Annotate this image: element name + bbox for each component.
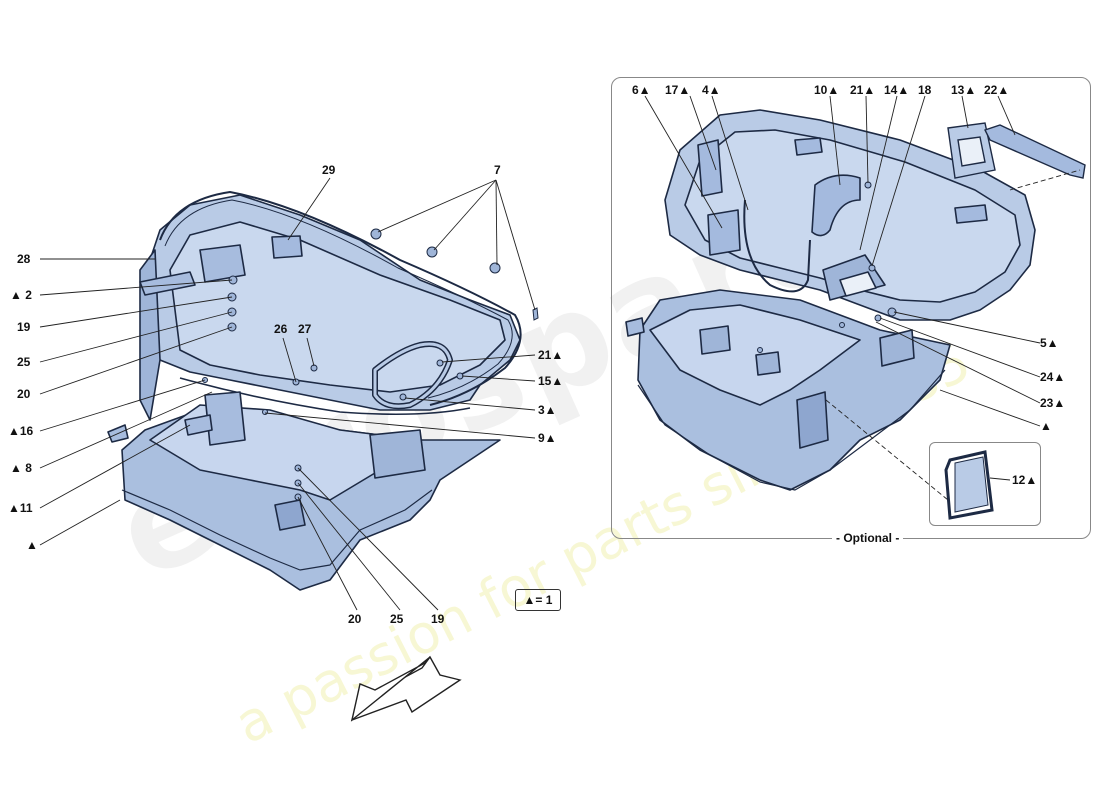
label-11: ▲11 — [8, 501, 33, 515]
label-tub-left: ▲ — [26, 538, 38, 552]
label-14: 14▲ — [884, 83, 910, 97]
leader-lines — [39, 95, 1081, 611]
label-28: 28 — [17, 252, 31, 266]
label-17: 17▲ — [665, 83, 691, 97]
clip-parts-7 — [370, 228, 539, 321]
label-29: 29 — [322, 163, 336, 177]
label-20-bottom: 20 — [348, 612, 362, 626]
label-23: 23▲ — [1040, 396, 1066, 410]
right-trunk-tub — [625, 109, 1036, 491]
label-16: ▲16 — [8, 424, 34, 438]
label-21-right: 21▲ — [850, 83, 876, 97]
optional-part-12-frame — [929, 442, 1041, 526]
label-20-left: 20 — [17, 387, 31, 401]
label-6: 6▲ — [632, 83, 651, 97]
left-trunk-tub — [107, 191, 522, 591]
direction-arrow — [350, 655, 462, 722]
label-22: 22▲ — [984, 83, 1010, 97]
label-21-left: 21▲ — [538, 348, 564, 362]
label-8: ▲ 8 — [10, 461, 32, 475]
legend-quantity: ▲= 1 — [515, 589, 561, 611]
label-25-left: 25 — [17, 355, 31, 369]
label-25-bottom: 25 — [390, 612, 404, 626]
label-15: 15▲ — [538, 374, 564, 388]
label-12: 12▲ — [1012, 473, 1038, 487]
label-24: 24▲ — [1040, 370, 1066, 384]
label-4: 4▲ — [702, 83, 721, 97]
right-separate-parts — [944, 122, 1086, 520]
label-13: 13▲ — [951, 83, 977, 97]
label-19-bottom: 19 — [431, 612, 445, 626]
optional-caption: - Optional - — [832, 531, 904, 545]
label-10: 10▲ — [814, 83, 840, 97]
label-tub-right: ▲ — [1040, 419, 1052, 433]
label-9: 9▲ — [538, 431, 557, 445]
label-27: 27 — [298, 322, 312, 336]
label-7: 7 — [494, 163, 501, 177]
label-26: 26 — [274, 322, 288, 336]
label-18: 18 — [918, 83, 932, 97]
label-5: 5▲ — [1040, 336, 1059, 350]
label-3: 3▲ — [538, 403, 557, 417]
label-19-left: 19 — [17, 320, 31, 334]
label-2: ▲ 2 — [10, 288, 32, 302]
